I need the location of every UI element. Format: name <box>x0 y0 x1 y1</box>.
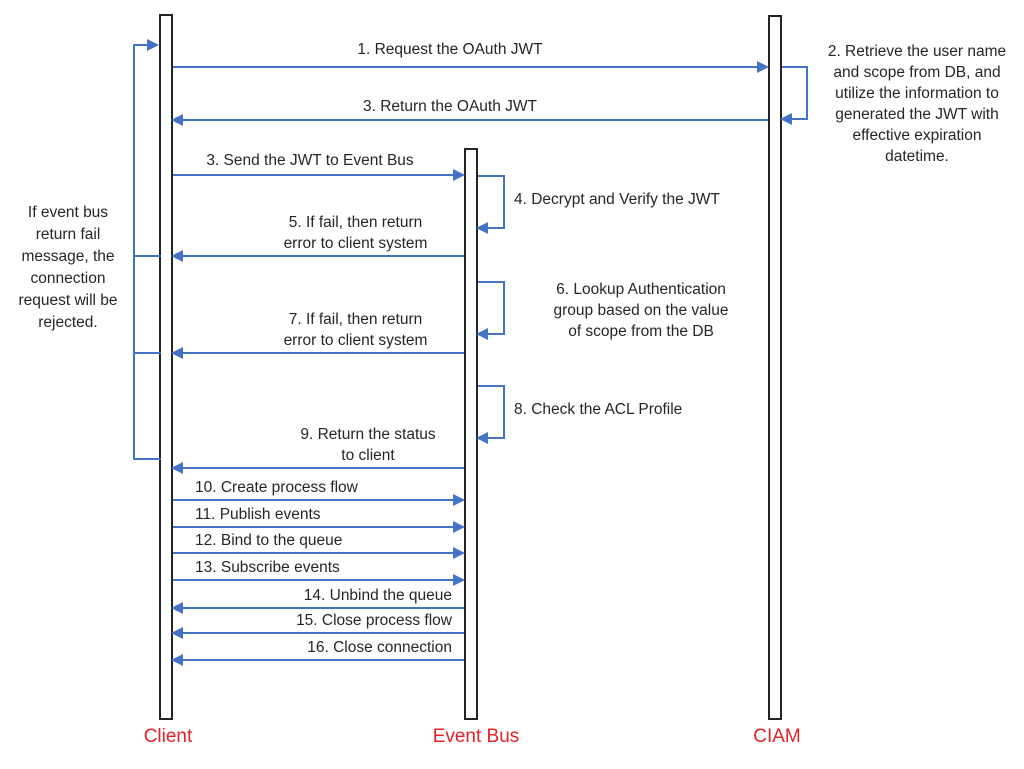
actor-label-ciam: CIAM <box>753 726 801 747</box>
fail-bracket-line <box>133 44 135 460</box>
arrow-close-process-flow <box>171 627 464 639</box>
self-loop-check-acl <box>476 385 505 444</box>
message-label-3r: 3. Return the OAuth JWT <box>362 98 537 115</box>
fail-bracket-tick-3 <box>133 458 161 460</box>
arrow-subscribe-events <box>173 574 465 586</box>
actor-label-client: Client <box>143 726 193 747</box>
arrow-request-oauth-jwt <box>173 61 769 73</box>
message-label-15: 15. Close process flow <box>296 612 452 629</box>
lifeline-client <box>159 14 173 720</box>
note-retrieve-user-jwt: 2. Retrieve the user name and scope from… <box>827 43 1007 165</box>
message-label-5: 5. If fail, then return error to client … <box>283 214 428 252</box>
message-label-12: 12. Bind to the queue <box>195 532 343 549</box>
fail-bracket-tick-2 <box>133 352 161 354</box>
arrow-create-process-flow <box>173 494 465 506</box>
self-loop-ciam-generate-jwt <box>780 66 808 125</box>
message-label-16: 16. Close connection <box>307 639 452 656</box>
message-label-7: 7. If fail, then return error to client … <box>283 311 428 349</box>
self-action-label-8: 8. Check the ACL Profile <box>514 401 683 418</box>
lifeline-ciam <box>768 15 782 720</box>
arrow-send-jwt-event-bus <box>173 169 465 181</box>
arrow-return-oauth-jwt <box>171 114 768 126</box>
self-loop-decrypt-verify <box>476 175 505 234</box>
message-label-10: 10. Create process flow <box>195 479 358 496</box>
arrow-fail-error-2 <box>171 347 464 359</box>
self-action-label-6: 6. Lookup Authentication group based on … <box>553 281 729 340</box>
message-label-11: 11. Publish events <box>195 506 321 523</box>
note-connection-rejected: If event bus return fail message, the co… <box>18 204 118 331</box>
self-loop-lookup-auth <box>476 281 505 340</box>
fail-bracket-tick-1 <box>133 255 161 257</box>
message-label-9: 9. Return the status to client <box>300 426 436 464</box>
arrow-close-connection <box>171 654 464 666</box>
arrow-return-status <box>171 462 464 474</box>
arrow-bind-queue <box>173 547 465 559</box>
message-label-13: 13. Subscribe events <box>195 559 340 576</box>
fail-bracket-arrow <box>133 39 159 51</box>
message-label-3s: 3. Send the JWT to Event Bus <box>206 152 414 169</box>
message-label-14: 14. Unbind the queue <box>303 587 452 604</box>
arrow-fail-error-1 <box>171 250 464 262</box>
actor-label-event-bus: Event Bus <box>432 726 520 747</box>
message-label-1: 1. Request the OAuth JWT <box>357 41 543 58</box>
arrow-publish-events <box>173 521 465 533</box>
self-action-label-4: 4. Decrypt and Verify the JWT <box>514 191 720 208</box>
arrow-unbind-queue <box>171 602 464 614</box>
